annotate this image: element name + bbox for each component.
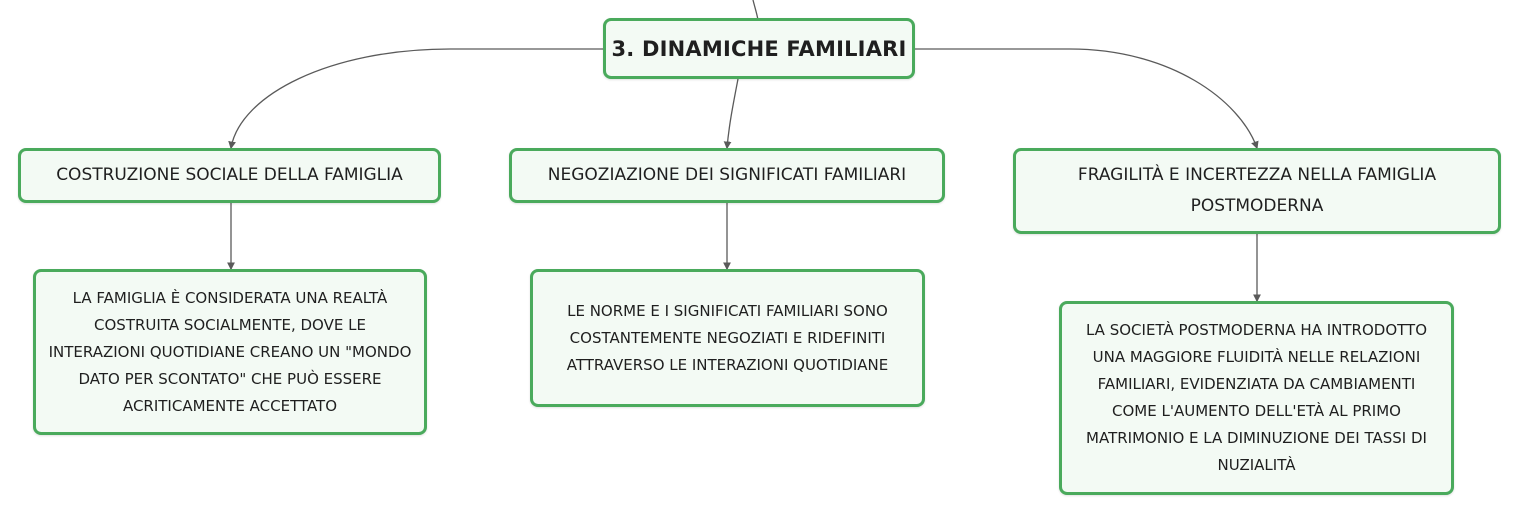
topic-node-fragilita-incertezza[interactable]: FRAGILITÀ E INCERTEZZA NELLA FAMIGLIA PO… [1013, 148, 1501, 234]
detail-node-negoziazione-significati[interactable]: LE NORME E I SIGNIFICATI FAMILIARI SONO … [530, 269, 925, 407]
parent-connector [752, 0, 759, 21]
topic-node-negoziazione-significati[interactable]: NEGOZIAZIONE DEI SIGNIFICATI FAMILIARI [509, 148, 945, 203]
connector-root-to-negoziazione [723, 78, 739, 150]
detail-node-costruzione-sociale[interactable]: LA FAMIGLIA È CONSIDERATA UNA REALTÀ COS… [33, 269, 427, 435]
root-label: 3. DINAMICHE FAMILIARI [611, 36, 907, 61]
topic-label: FRAGILITÀ E INCERTEZZA NELLA FAMIGLIA PO… [1077, 165, 1437, 216]
detail-text: LA FAMIGLIA È CONSIDERATA UNA REALTÀ COS… [48, 288, 412, 415]
topic-node-costruzione-sociale[interactable]: COSTRUZIONE SOCIALE DELLA FAMIGLIA [18, 148, 441, 203]
detail-node-fragilita-incertezza[interactable]: LA SOCIETÀ POSTMODERNA HA INTRODOTTO UNA… [1059, 301, 1454, 495]
connector-root-to-fragilita [915, 48, 1259, 150]
detail-text: LE NORME E I SIGNIFICATI FAMILIARI SONO … [566, 301, 889, 374]
detail-text: LA SOCIETÀ POSTMODERNA HA INTRODOTTO UNA… [1085, 321, 1427, 474]
topic-label: COSTRUZIONE SOCIALE DELLA FAMIGLIA [56, 165, 403, 185]
topic-label: NEGOZIAZIONE DEI SIGNIFICATI FAMILIARI [547, 165, 907, 185]
connector-root-to-costruzione [228, 48, 603, 150]
root-node[interactable]: 3. DINAMICHE FAMILIARI [603, 18, 915, 79]
